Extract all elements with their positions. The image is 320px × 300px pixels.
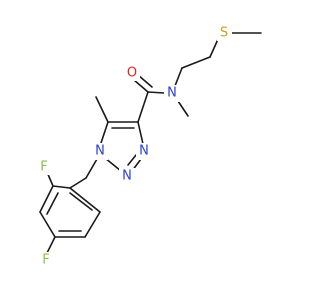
bond-carbonyl-c4 xyxy=(137,91,149,123)
fluorine-ortho-label-bg xyxy=(37,159,51,175)
bond-ch2-namide xyxy=(174,67,183,87)
amide-nitrogen-label-bg xyxy=(164,85,180,102)
fluorine-ortho-label: F xyxy=(40,160,47,175)
bond-n1-ch2 xyxy=(85,158,98,179)
bond-ring-c2-c3 xyxy=(39,185,54,213)
atom-triazole-n1: N xyxy=(92,143,108,160)
triazole-n1-label: N xyxy=(95,144,105,159)
triazole-n2-label-bg xyxy=(119,168,135,185)
bond-ring-c2-c3-second xyxy=(46,192,59,215)
molecule-structure: S O N N N N F F xyxy=(37,25,262,268)
sulfur-label: S xyxy=(220,26,228,41)
bond-carbonyl-o xyxy=(133,79,149,93)
atom-sulfur: S xyxy=(217,25,232,41)
sulfur-label-bg xyxy=(217,25,232,41)
bond-c4-f xyxy=(46,236,56,254)
triazole-n2-label: N xyxy=(122,169,132,184)
bond-c5-n1 xyxy=(100,121,109,144)
bond-ring-c6-c1-second xyxy=(69,192,93,211)
atom-amide-nitrogen: N xyxy=(164,85,180,102)
atom-layer: S O N N N N F F xyxy=(37,25,232,268)
triazole-n1-label-bg xyxy=(92,143,108,160)
bond-c5-methyl xyxy=(95,96,109,123)
bond-ring-c3-c4 xyxy=(39,211,56,238)
bond-ring-c1-c2 xyxy=(52,185,71,189)
bond-n1-n2 xyxy=(104,157,122,172)
triazole-n3-label-bg xyxy=(136,143,152,160)
bond-n3-c4 xyxy=(137,121,144,145)
oxygen-label-bg xyxy=(124,65,140,81)
bond-ring-c6-c1 xyxy=(69,187,101,213)
bond-ch2-ring xyxy=(69,177,87,189)
bond-layer xyxy=(39,32,262,254)
triazole-n3-label: N xyxy=(139,144,149,159)
atom-fluorine-para: F xyxy=(39,252,53,268)
atom-fluorine-ortho: F xyxy=(37,159,51,175)
bond-namide-methyl xyxy=(177,100,189,117)
amide-nitrogen-label: N xyxy=(167,86,177,101)
bond-n2-n3-second xyxy=(127,154,137,166)
oxygen-label: O xyxy=(127,66,137,81)
bond-carbonyl-o-second xyxy=(137,74,153,88)
atom-triazole-n3: N xyxy=(136,143,152,160)
atom-triazole-n2: N xyxy=(119,168,135,185)
bond-ch2-ch2 xyxy=(181,56,211,69)
bond-namide-carbonyl xyxy=(147,91,165,94)
bond-ring-c5-c6 xyxy=(84,211,101,238)
fluorine-para-label: F xyxy=(42,253,49,268)
fluorine-para-label-bg xyxy=(39,252,53,268)
atom-oxygen: O xyxy=(124,65,140,81)
